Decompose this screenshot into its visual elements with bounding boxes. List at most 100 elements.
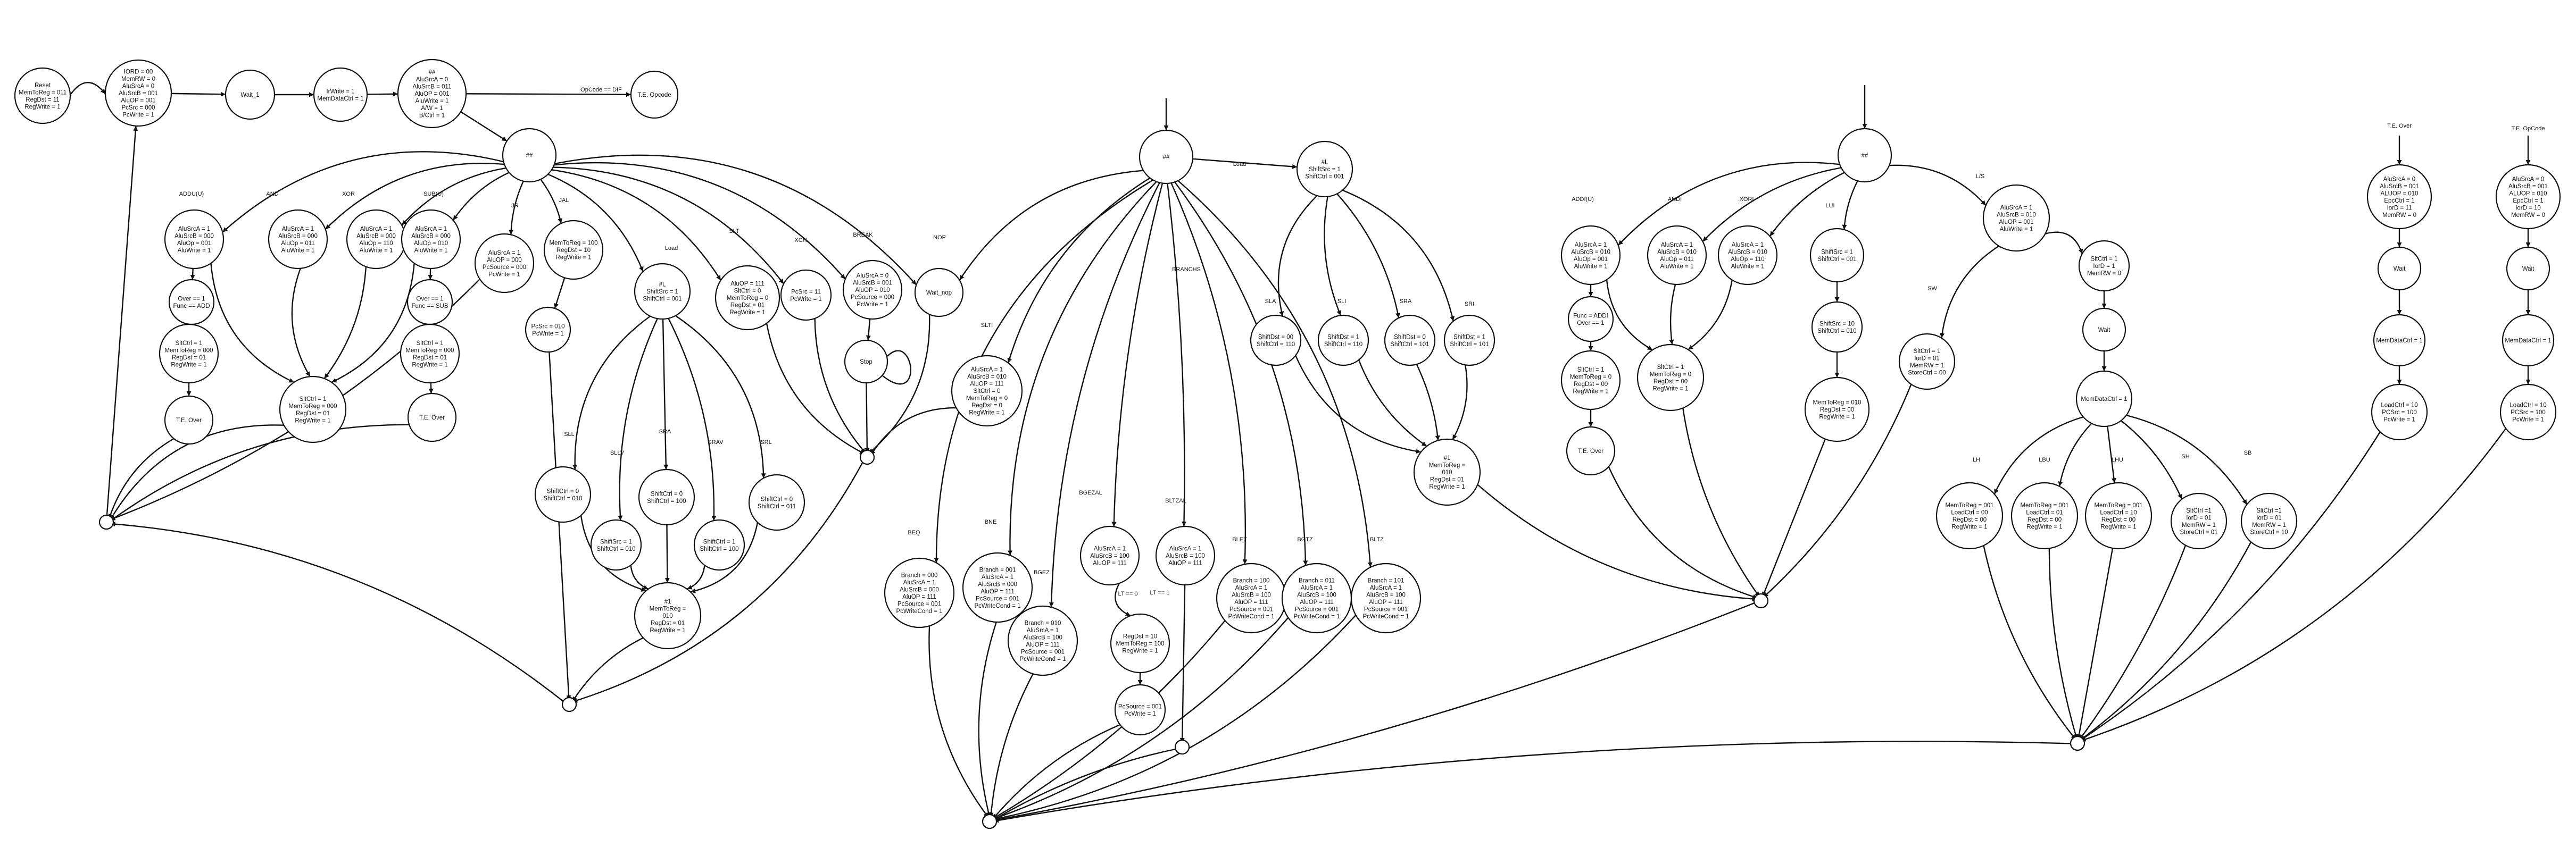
edge-label-lbu: LBU [2039, 457, 2050, 463]
state-m_lbu-circle [2010, 482, 2079, 550]
state-r_slt-line: MemToReg = 0 [727, 295, 768, 301]
edge-m_mdc-to-m_lhu-arrowhead [2111, 477, 2116, 483]
state-r_te_over1-line: T.E. Over [176, 417, 202, 424]
state-i_bgezal-line: AluSrcA = 1 [1094, 546, 1126, 552]
state-m_lhu-line: MemToReg = 001 [2094, 502, 2142, 509]
state-i_hub: ## [1139, 129, 1194, 185]
state-teopcode: T.E. Opcode [630, 70, 679, 119]
state-decode-line: AluWrite = 1 [416, 98, 449, 105]
edge-rtype-to-r_slt [551, 169, 721, 281]
state-teopcode-circle [630, 70, 679, 119]
edge-r_shift-to-r_sll [574, 315, 651, 470]
edge-rtype-to-r_and-arrowhead [325, 224, 331, 230]
state-i_load-circle [1296, 140, 1353, 198]
state-i_load_wb-line: 010 [1442, 469, 1452, 476]
state-wait1-circle [225, 69, 276, 120]
state-i_sla-line: ShiftCtrl = 110 [1257, 341, 1295, 348]
edge-i_sli-to-i_load_wb [1358, 359, 1427, 447]
edge-i_hub-to-i_load-arrowhead [1292, 164, 1298, 169]
edge-r_xor-to-r_wb_alu [323, 266, 367, 379]
edge-r_shift-to-r_sllv [619, 318, 658, 521]
edge-i_bne-to-jB [978, 622, 997, 818]
state-m_xori-line: AluSrcA = 1 [1732, 242, 1764, 248]
state-m_sb-line: StoreCtrl = 10 [2250, 529, 2288, 535]
edge-i_load-to-i_sla [1277, 195, 1318, 317]
edge-jR-to-fetch-arrowhead [133, 125, 138, 131]
edge-m_hub-to-m_xori-arrowhead [1769, 231, 1775, 237]
edge-m_lui_wb-to-jM [1761, 439, 1826, 598]
edge-m_hub-to-m_andi-arrowhead [1702, 236, 1708, 242]
edge-label-lhu: LHU [2112, 457, 2123, 463]
state-r_xchg-line: PcWrite = 1 [790, 296, 822, 303]
state-m_sb-line: SltCtrl =1 [2256, 508, 2282, 514]
state-m_sltctrl-line: RegDst = 00 [1574, 381, 1608, 388]
edge-label-xchg: XCH [794, 237, 807, 244]
edge-rtype-to-r_and [325, 162, 505, 230]
state-fetch-line: PcWrite = 1 [122, 112, 154, 119]
state-i_bgez-circle [1007, 605, 1078, 676]
state-reset-circle [14, 67, 71, 124]
state-decode-circle [397, 58, 467, 129]
state-m_ls-line: AluWrite = 1 [2000, 226, 2033, 232]
edge-i_bltz-to-jB [993, 615, 1357, 820]
edge-rtype-to-r_nop-arrowhead [911, 280, 917, 285]
state-i_bltz-line: AluSrcB = 100 [1366, 592, 1406, 598]
edge-label-sw: SW [1927, 286, 1937, 292]
edge-i_hub-to-i_slti-arrowhead [1007, 357, 1012, 363]
state-r_sltctrl_sub-circle [400, 323, 460, 384]
edge-i_load_wb-to-jM [1477, 484, 1757, 600]
edge-m_sh-to-jS [2079, 545, 2187, 740]
state-r_wb_alu-line: MemToReg = 000 [288, 403, 337, 409]
edge-rtype-to-r_jr-arrowhead [509, 230, 514, 235]
edge-rtype-to-r_jal-arrowhead [558, 218, 563, 224]
state-rtype-circle [502, 128, 557, 183]
state-m_lui_wb-circle [1804, 376, 1870, 442]
state-r_jr-line: PcSource = 000 [483, 264, 526, 271]
state-i_bgez-line: AluSrcA = 1 [1027, 627, 1059, 634]
edge-decode-to-teopcode-arrowhead [626, 92, 631, 97]
edge-m_lbu-to-jS [2048, 548, 2078, 740]
state-m_sh-line: IorD = 01 [2186, 515, 2212, 521]
edge-m_addiu-to-m_ovf-arrowhead [1588, 292, 1593, 297]
edge-i_hub-to-i_bltz-arrowhead [1367, 562, 1373, 567]
state-rtype: ## [502, 128, 557, 183]
state-m_addiu-line: AluSrcB = 010 [1571, 249, 1610, 255]
edge-r_sltctrl_add-to-r_te_over1-arrowhead [186, 391, 192, 396]
edge-m_te_over-to-jM [1608, 466, 1758, 599]
state-r_nop-line: Wait_nop [926, 290, 952, 296]
state-m_lui-line: ShiftSrc = 1 [1821, 249, 1853, 255]
state-r_jal-line: RegWrite = 1 [555, 255, 591, 261]
state-i_load_wb-line: RegWrite = 1 [1429, 484, 1465, 490]
state-i_slti-line: AluSrcA = 1 [971, 367, 1003, 373]
state-i_bgtz-line: PcWriteCond = 1 [1293, 614, 1340, 620]
state-m_lbu-line: MemToReg = 001 [2020, 502, 2068, 509]
state-r_wb_alu-line: SltCtrl = 1 [300, 396, 327, 402]
edge-r_srl-to-r_shift_wb-arrowhead [690, 588, 696, 593]
edge-m_mdc-to-m_lbu [2058, 423, 2092, 487]
edge-irwrite-to-decode-arrowhead [393, 91, 398, 97]
state-te_op_4-line: LoadCtrl = 10 [2509, 402, 2546, 409]
state-i_bgez-line: AluSrcB = 100 [1023, 634, 1062, 641]
state-r_te_over2-line: T.E. Over [419, 415, 445, 421]
state-m_sw-line: IorD = 01 [1914, 355, 1940, 362]
state-m_ls-line: AluSrcA = 1 [2000, 205, 2032, 211]
edge-i_hub-to-i_bgez-arrowhead [1049, 602, 1054, 608]
state-m_wait: Wait [2082, 307, 2126, 352]
state-r_te_over2: T.E. Over [407, 392, 457, 442]
edge-r_shift-to-r_sll-arrowhead [572, 465, 578, 470]
state-te_over_4-line: LoadCtrl = 10 [2381, 402, 2417, 409]
edge-i_beq-to-jB [928, 626, 989, 818]
